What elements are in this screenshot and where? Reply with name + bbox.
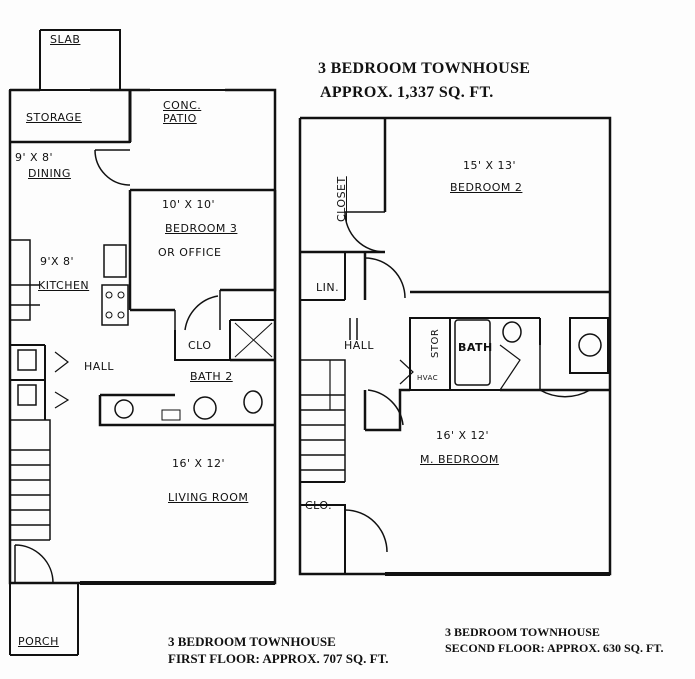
stor-label: STOR [430, 328, 441, 358]
fridge [103, 244, 127, 278]
slab-label: SLAB [50, 33, 81, 46]
clo2-walls [300, 504, 346, 574]
bedroom2-walls [363, 252, 610, 300]
closet-door [344, 211, 386, 253]
bedroom3-dims: 10' X 10' [162, 198, 216, 211]
mbed-walls [363, 388, 610, 432]
first-floor-caption-1: 3 BEDROOM TOWNHOUSE [168, 634, 336, 649]
range [101, 284, 129, 326]
clo2-label: CLO. [305, 499, 333, 512]
kitchen-dims: 9'X 8' [40, 255, 75, 268]
bedroom3-sublabel: OR OFFICE [158, 246, 222, 259]
first-floor-caption-2: FIRST FLOOR: APPROX. 707 SQ. FT. [168, 651, 389, 666]
clo2-door [344, 509, 388, 553]
patio-label-1: CONC. [163, 99, 202, 112]
bath2-toilet-bowl [193, 396, 217, 420]
clo-label: CLO [188, 339, 212, 352]
linen-label: LIN. [316, 281, 340, 294]
closet-walls [300, 118, 387, 254]
hall-label: HALL [84, 360, 115, 373]
dining-dims: 9' X 8' [15, 151, 54, 164]
second-floor-stairs [300, 359, 346, 482]
bedroom2-door [364, 257, 406, 299]
living-dims: 16' X 12' [172, 457, 226, 470]
dining-label: DINING [28, 167, 71, 180]
kitchen-label: KITCHEN [38, 279, 90, 292]
patio-label-2: PATIO [163, 112, 197, 125]
hall2-label: HALL [344, 339, 375, 352]
bath2-sink [114, 399, 134, 419]
porch-door [14, 544, 54, 584]
storage-label: STORAGE [26, 111, 82, 124]
first-floor-stairs [10, 419, 51, 541]
kitchen-counter [9, 239, 31, 321]
bath2-walls [98, 358, 275, 427]
patio-outline [130, 89, 276, 191]
bath-toilet [502, 321, 522, 343]
second-floor-caption-1: 3 BEDROOM TOWNHOUSE [445, 625, 600, 639]
linen-walls [300, 252, 346, 301]
bedroom2-label: BEDROOM 2 [450, 181, 523, 194]
dining-door [94, 149, 131, 186]
mbed-label: M. BEDROOM [420, 453, 499, 466]
porch-outline [9, 583, 79, 656]
bath-label: BATH [458, 341, 493, 354]
bath-walls [450, 317, 541, 391]
plan-area: APPROX. 1,337 SQ. FT. [320, 84, 494, 101]
slab-outline [39, 29, 121, 90]
bathtub [454, 319, 491, 386]
second-floor-caption-2: SECOND FLOOR: APPROX. 630 SQ. FT. [445, 641, 664, 655]
closet-label: CLOSET [335, 176, 348, 222]
bath2-label: BATH 2 [190, 370, 233, 383]
bedroom3-label: BEDROOM 3 [165, 222, 238, 235]
hall-walls [10, 344, 46, 420]
plan-title: 3 BEDROOM TOWNHOUSE [318, 60, 531, 77]
bedroom3-walls [128, 188, 277, 312]
bedroom3-door [174, 290, 221, 331]
mbed-dims: 16' X 12' [436, 429, 490, 442]
porch-label: PORCH [18, 635, 59, 648]
living-label: LIVING ROOM [168, 491, 249, 504]
utility-closet [569, 317, 609, 374]
bath2-toilet [243, 390, 263, 414]
hvac-label: HVAC [417, 374, 439, 382]
bedroom2-dims: 15' X 13' [463, 159, 517, 172]
